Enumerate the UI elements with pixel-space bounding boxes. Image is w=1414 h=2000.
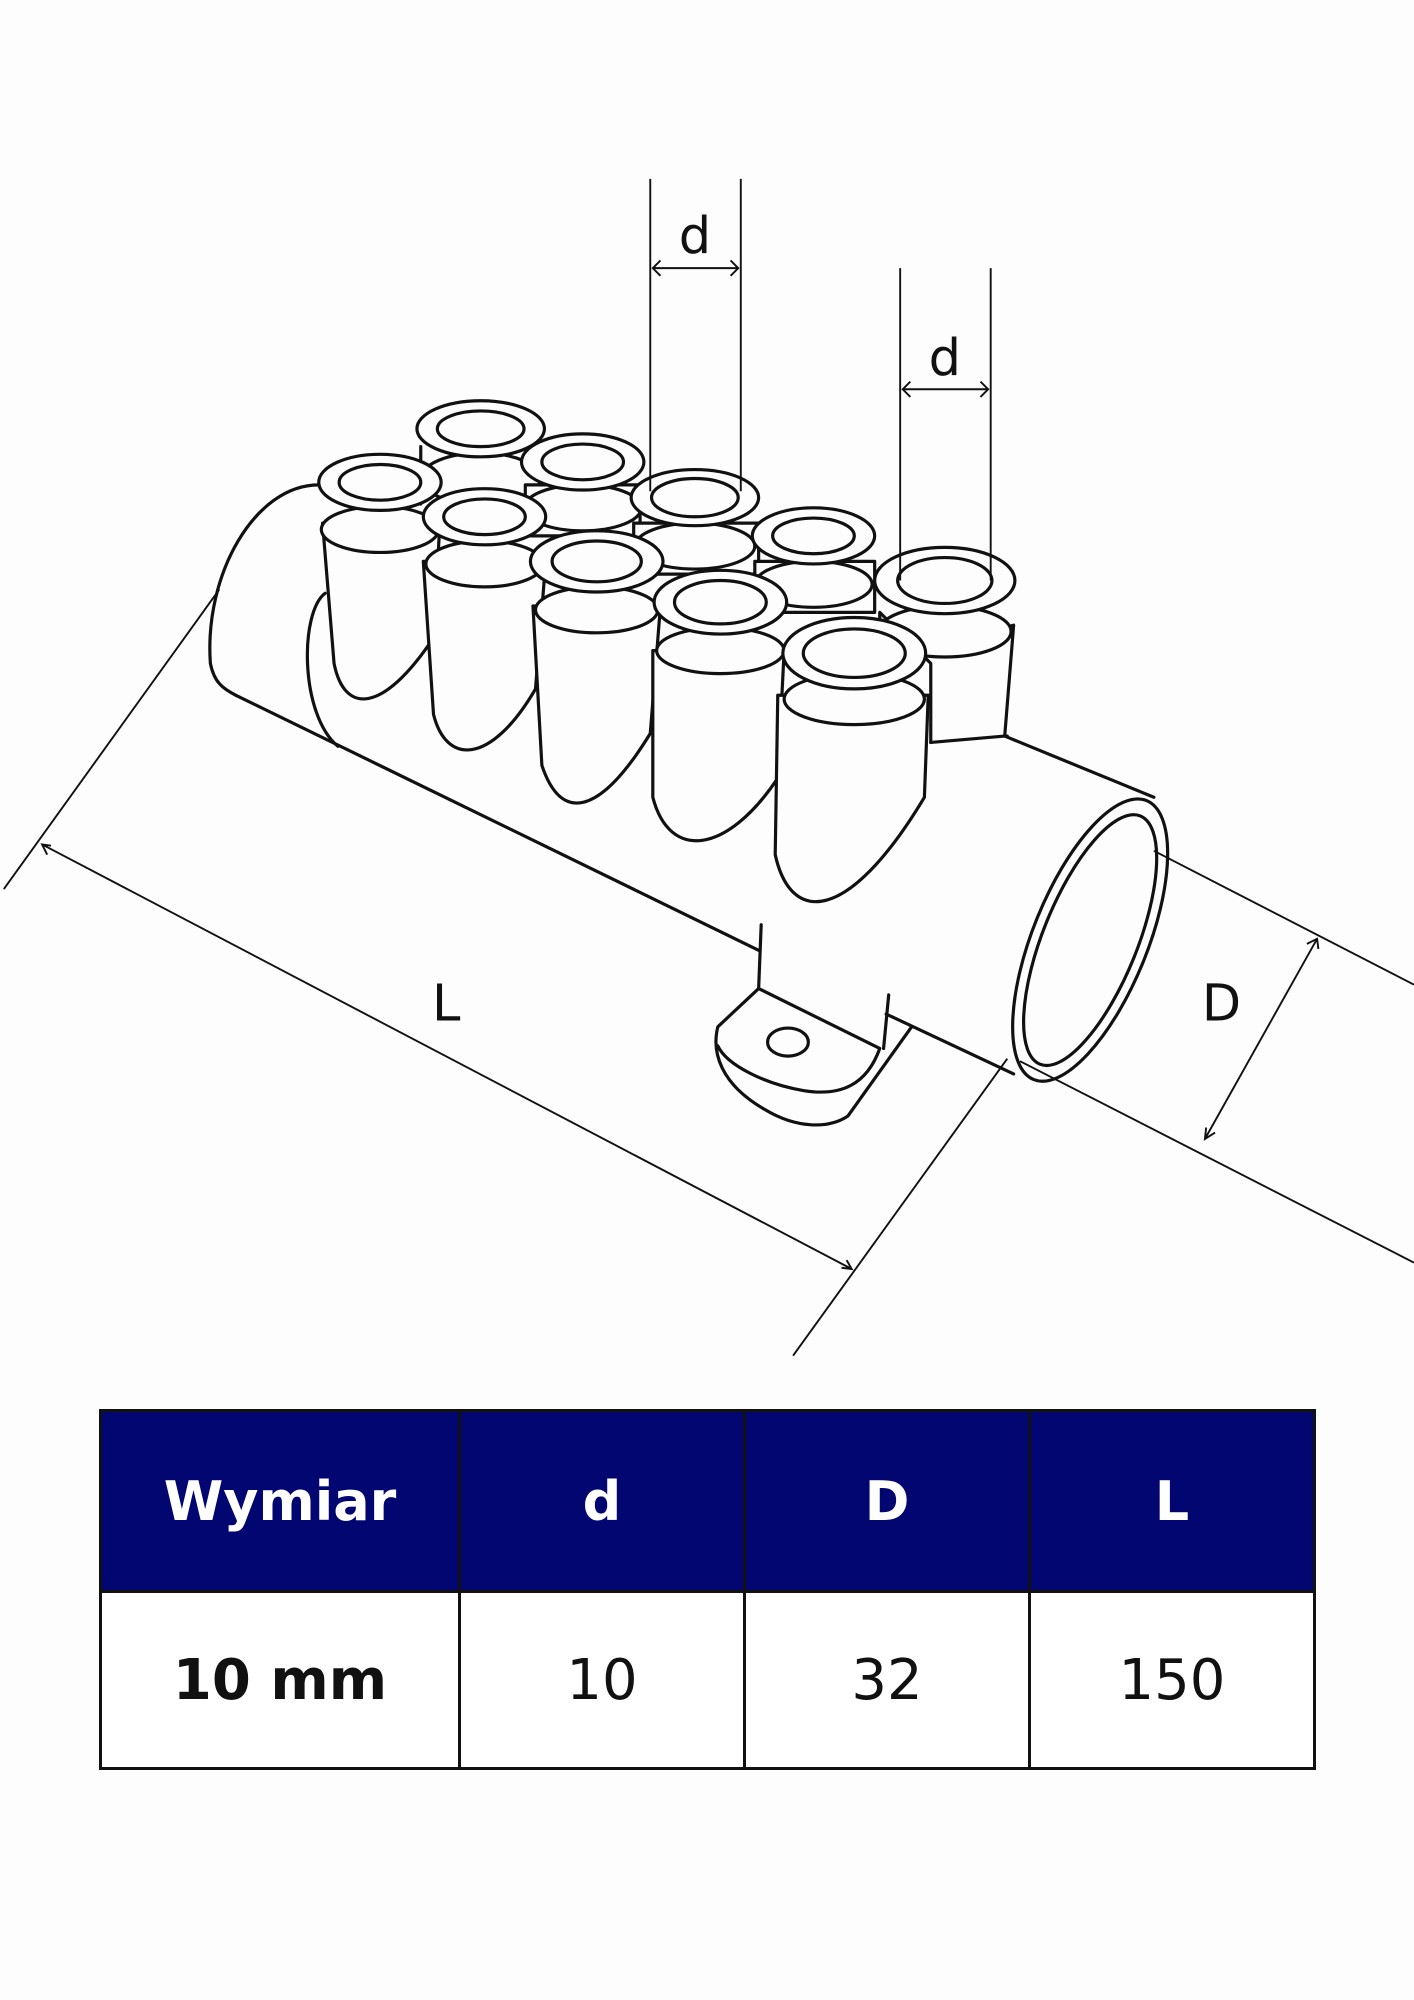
mounting-foot — [714, 923, 914, 1127]
table-row: 10 mm 10 32 150 — [99, 1590, 1316, 1770]
pipe-right-opening-inner — [1022, 813, 1159, 1068]
header-D: D — [743, 1409, 1031, 1593]
ports — [317, 399, 1017, 904]
pipe-bottom-edge — [234, 693, 761, 952]
dimension-lines — [3, 178, 1414, 1357]
pipe-left-end — [208, 483, 321, 697]
port — [629, 467, 761, 576]
pipe-right-opening-outer — [1011, 797, 1170, 1083]
port — [519, 432, 646, 538]
cell-D: 32 — [743, 1590, 1031, 1770]
port — [528, 529, 665, 805]
cell-d: 10 — [458, 1590, 746, 1770]
dimension-label-d-top: d — [679, 207, 711, 266]
cell-L: 150 — [1028, 1590, 1316, 1770]
header-d: d — [458, 1409, 746, 1593]
dimension-label-diameter: D — [1202, 974, 1241, 1033]
port — [750, 506, 877, 614]
port — [873, 545, 1017, 745]
dimension-label-d-right: d — [929, 329, 961, 388]
header-wymiar: Wymiar — [99, 1409, 461, 1593]
header-L: L — [1028, 1409, 1316, 1593]
dimension-label-length: L — [432, 974, 461, 1033]
port — [651, 568, 789, 843]
port — [773, 615, 930, 904]
table-header-row: Wymiar d D L — [99, 1409, 1316, 1593]
port — [421, 487, 548, 752]
cell-wymiar: 10 mm — [99, 1590, 461, 1770]
mounting-hole — [765, 1026, 810, 1058]
dimensions-table: Wymiar d D L 10 mm 10 32 150 — [99, 1409, 1316, 1770]
pipe-top-edge — [1003, 734, 1156, 799]
